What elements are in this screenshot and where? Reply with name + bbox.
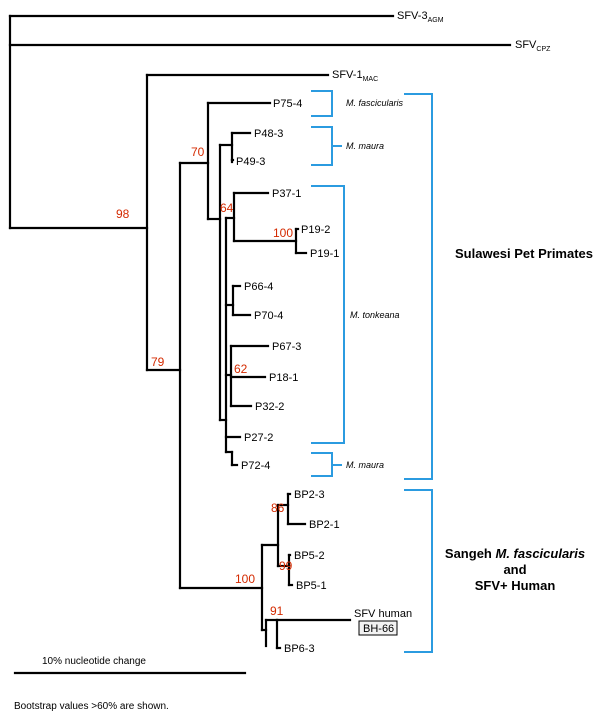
bh66-box bbox=[358, 620, 398, 636]
bootstrap-value: 64 bbox=[220, 201, 234, 215]
group-bracket-sulawesi bbox=[404, 93, 433, 480]
group-brackets: Sulawesi Pet Primates Sangeh M. fascicul… bbox=[404, 93, 593, 653]
group-label-sangeh-human: SFV+ Human bbox=[475, 578, 556, 593]
group-bracket-sangeh bbox=[404, 489, 433, 653]
bootstrap-values: 98 79 70 64 100 62 86 99 100 91 bbox=[116, 145, 293, 618]
species-label: M. maura bbox=[346, 141, 384, 151]
leaf-label: P19-2 bbox=[301, 224, 330, 236]
group-label-sangeh: Sangeh M. fascicularis bbox=[445, 546, 585, 561]
group-label-sulawesi: Sulawesi Pet Primates bbox=[455, 246, 593, 261]
bootstrap-value: 70 bbox=[191, 145, 205, 159]
leaf-labels: SFV-3AGM SFVCPZ SFV-1MAC P75-4 P48-3 P49… bbox=[236, 10, 551, 655]
leaf-label: P32-2 bbox=[255, 401, 284, 413]
species-bracket bbox=[311, 185, 345, 444]
species-bracket bbox=[311, 90, 333, 117]
species-bracket bbox=[311, 126, 333, 166]
leaf-label: BH-66 bbox=[363, 623, 394, 635]
leaf-label: P18-1 bbox=[269, 372, 298, 384]
bootstrap-value: 79 bbox=[151, 355, 165, 369]
leaf-label: P37-1 bbox=[272, 188, 301, 200]
bootstrap-value: 98 bbox=[116, 207, 130, 221]
leaf-label: SFV human bbox=[354, 608, 412, 620]
leaf-label: P66-4 bbox=[244, 281, 273, 293]
leaf-label: P49-3 bbox=[236, 156, 265, 168]
leaf-label: BP5-2 bbox=[294, 550, 325, 562]
bootstrap-value: 100 bbox=[235, 572, 255, 586]
leaf-label: P72-4 bbox=[241, 460, 270, 472]
leaf-label: P67-3 bbox=[272, 341, 301, 353]
bootstrap-value: 99 bbox=[279, 559, 293, 573]
leaf-label: BP2-1 bbox=[309, 519, 340, 531]
species-bracket bbox=[311, 452, 333, 477]
leaf-label: BP5-1 bbox=[296, 580, 327, 592]
scale-bar: 10% nucleotide change bbox=[13, 656, 247, 675]
leaf-label: P27-2 bbox=[244, 432, 273, 444]
species-label: M. fascicularis bbox=[346, 98, 404, 108]
bootstrap-value: 86 bbox=[271, 501, 285, 515]
species-label: M. tonkeana bbox=[350, 310, 400, 320]
bootstrap-value: 62 bbox=[234, 362, 248, 376]
scale-bar-label: 10% nucleotide change bbox=[42, 656, 146, 667]
bootstrap-value: 100 bbox=[273, 226, 293, 240]
species-label: M. maura bbox=[346, 460, 384, 470]
leaf-label: BP6-3 bbox=[284, 643, 315, 655]
leaf-label: P48-3 bbox=[254, 128, 283, 140]
leaf-label: SFV-3AGM bbox=[397, 10, 444, 24]
tree-branches bbox=[8, 14, 512, 650]
species-brackets: M. fascicularis M. maura M. tonkeana M. … bbox=[311, 90, 404, 477]
leaf-label: P70-4 bbox=[254, 310, 283, 322]
leaf-label: P19-1 bbox=[310, 248, 339, 260]
footnote: Bootstrap values >60% are shown. bbox=[14, 701, 169, 712]
bootstrap-value: 91 bbox=[270, 604, 284, 618]
group-label-sangeh-and: and bbox=[503, 562, 526, 577]
leaf-label: BP2-3 bbox=[294, 489, 325, 501]
leaf-label: SFVCPZ bbox=[515, 39, 551, 53]
leaf-label: P75-4 bbox=[273, 98, 302, 110]
leaf-label: SFV-1MAC bbox=[332, 69, 378, 83]
